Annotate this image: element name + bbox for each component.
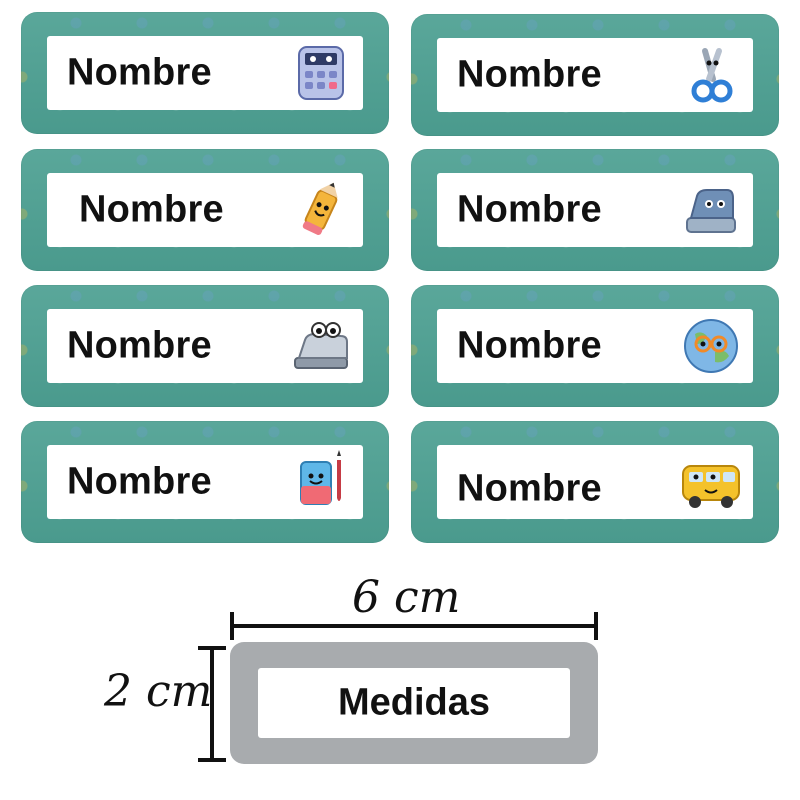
label-name-text: Nombre [79, 188, 224, 231]
width-dimension-cap-left [230, 612, 234, 640]
name-label-2: Nombre [411, 14, 779, 136]
name-label-7: Nombre [21, 421, 389, 543]
height-dimension-label: 2 cm [104, 666, 213, 717]
label-panel: Nombre [47, 309, 363, 383]
sample-label-panel: Medidas [258, 668, 570, 738]
name-label-3: Nombre [21, 149, 389, 271]
height-dimension-line [210, 648, 214, 760]
label-panel: Nombre [437, 173, 753, 247]
label-panel: Nombre [47, 173, 363, 247]
sample-label-text: Medidas [337, 681, 491, 724]
school-bus-icon [682, 465, 740, 508]
label-name-text: Nombre [457, 467, 602, 510]
sample-size-label: Medidas [230, 642, 598, 764]
width-dimension-label: 6 cm [352, 572, 461, 623]
label-panel: Nombre [47, 36, 363, 110]
width-dimension-line [232, 624, 596, 628]
scissors-icon [691, 48, 733, 103]
label-name-text: Nombre [457, 324, 602, 367]
name-label-8: Nombre [411, 421, 779, 543]
name-label-1: Nombre [21, 12, 389, 134]
label-panel: Nombre [437, 445, 753, 519]
hole-punch-icon [686, 189, 736, 233]
height-dimension-cap-bottom [198, 758, 226, 762]
width-dimension-cap-right [594, 612, 598, 640]
name-label-6: Nombre [411, 285, 779, 407]
stapler-icon [294, 322, 348, 369]
label-name-text: Nombre [457, 53, 602, 96]
label-name-text: Nombre [67, 324, 212, 367]
calculator-icon [298, 46, 344, 100]
label-panel: Nombre [437, 38, 753, 112]
name-label-4: Nombre [411, 149, 779, 271]
label-panel: Nombre [437, 309, 753, 383]
globe-icon [684, 319, 738, 373]
label-name-text: Nombre [457, 188, 602, 231]
pencil-icon [302, 182, 338, 235]
height-dimension-cap-top [198, 646, 226, 650]
name-label-5: Nombre [21, 285, 389, 407]
eraser-icon [300, 450, 341, 505]
label-name-text: Nombre [67, 460, 212, 503]
label-name-text: Nombre [67, 51, 212, 94]
label-panel: Nombre [47, 445, 363, 519]
